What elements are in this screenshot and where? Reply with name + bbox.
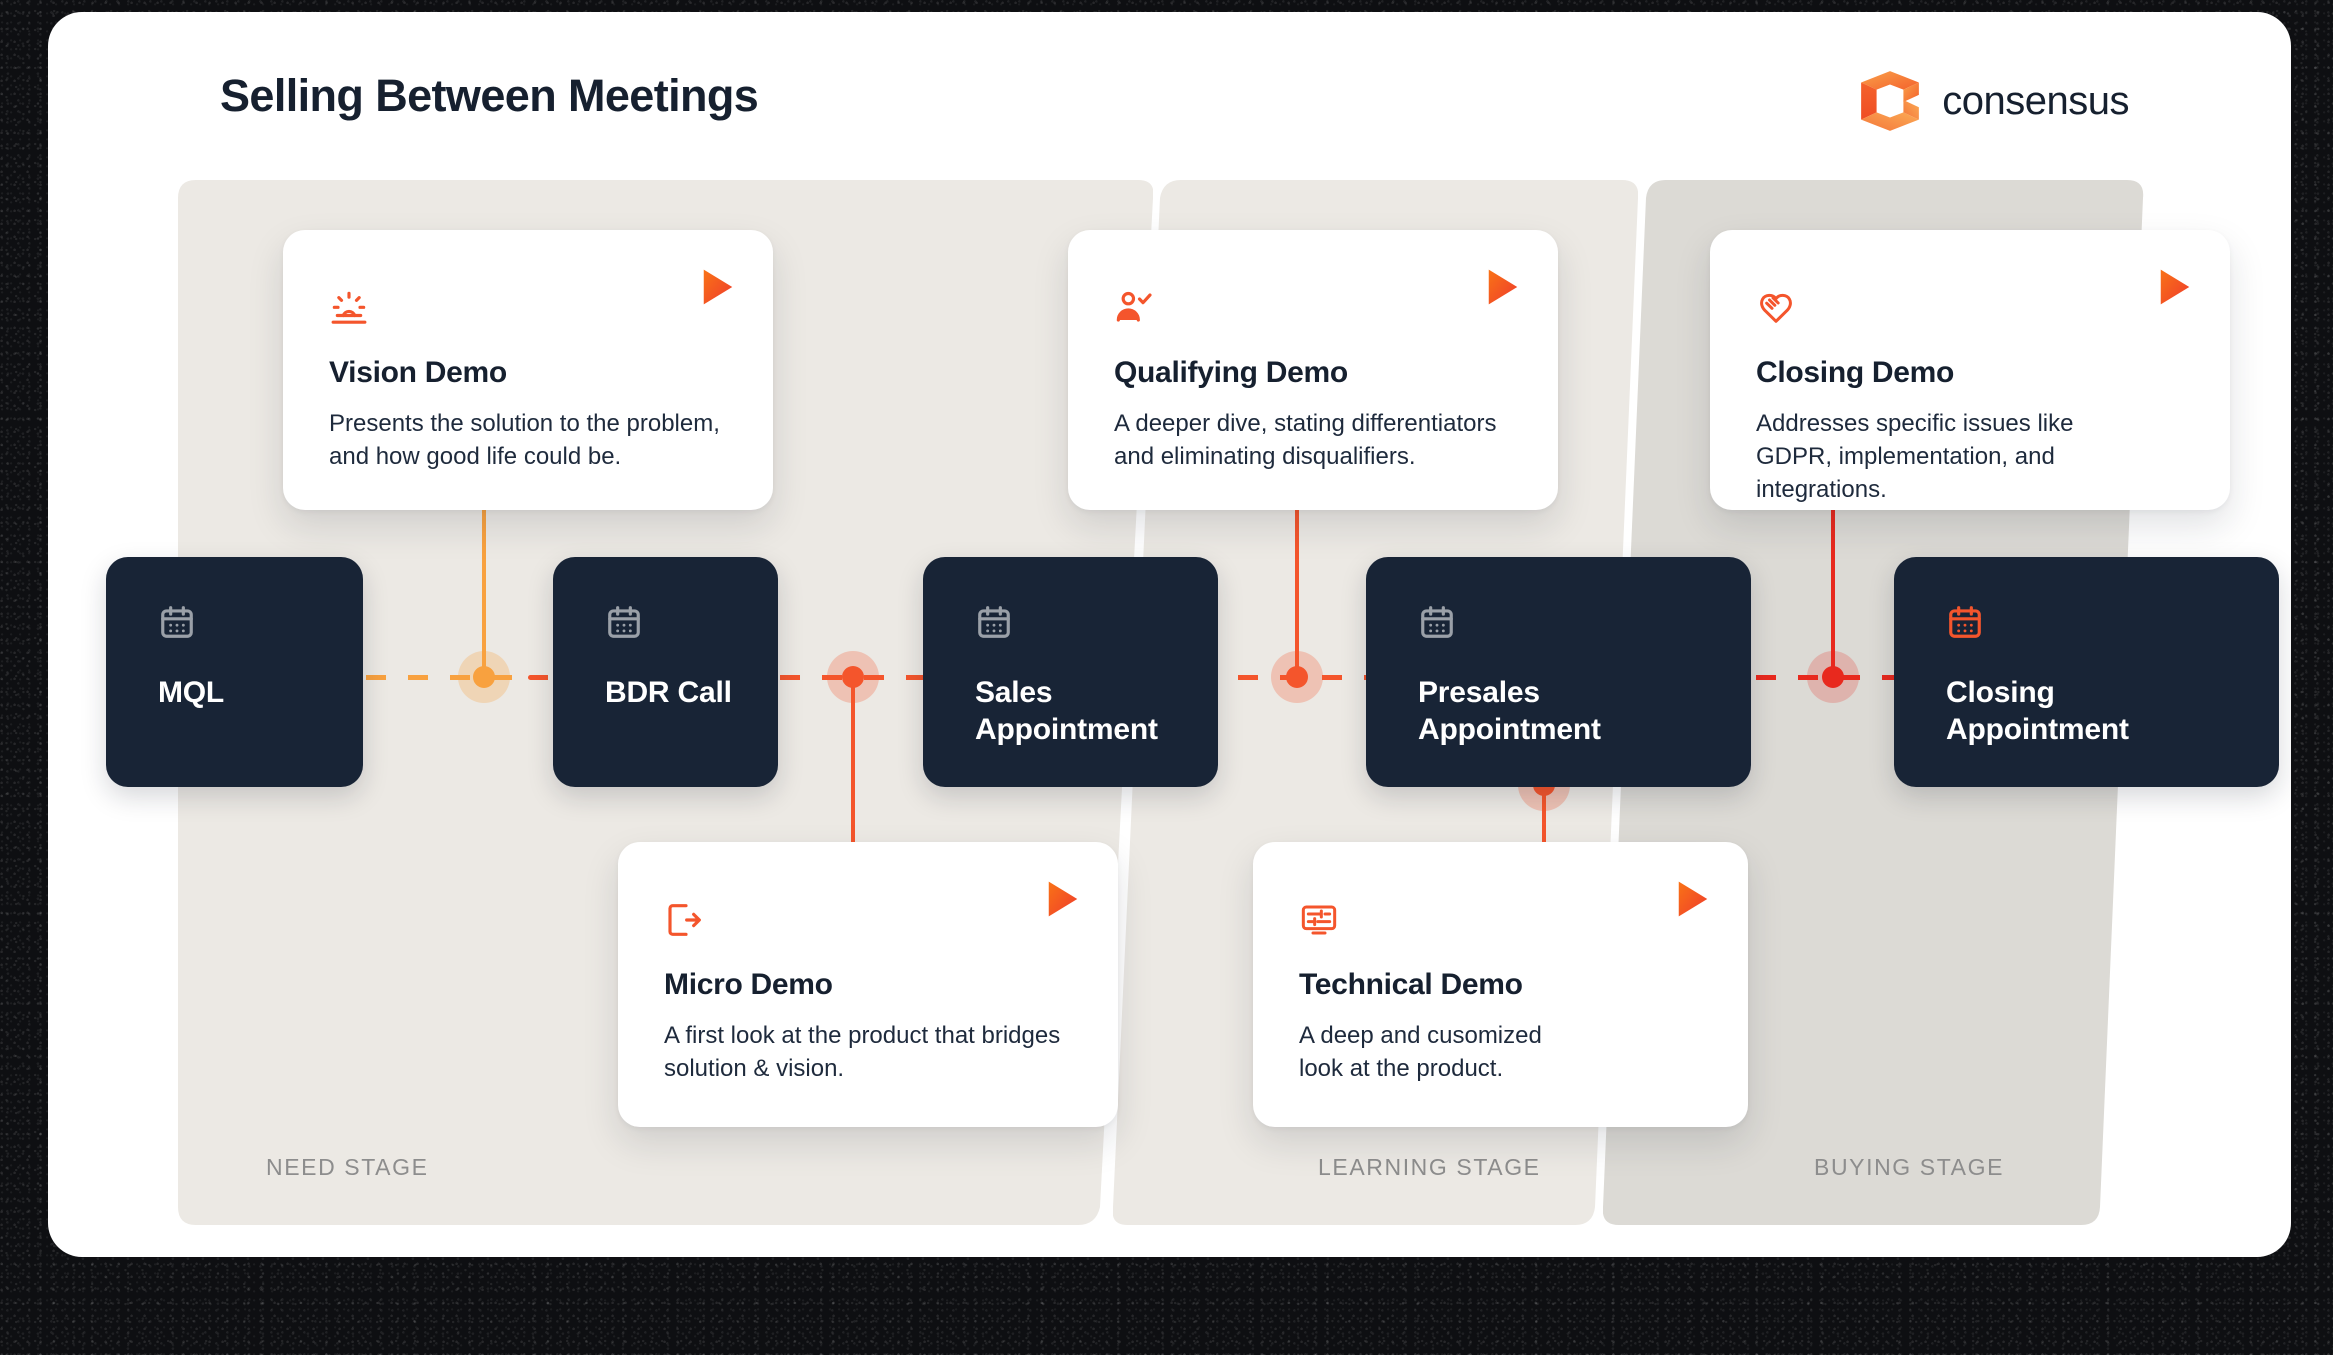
timeline-rail	[198, 675, 2158, 680]
connector-dot-vision	[458, 651, 510, 703]
timeline-node-presales-appointment[interactable]: Presales Appointment	[1366, 557, 1751, 787]
play-demo-icon[interactable]	[1044, 878, 1082, 920]
timeline-node-sales-appointment[interactable]: Sales Appointment	[923, 557, 1218, 787]
stage-label-buying: BUYING STAGE	[1814, 1154, 2005, 1180]
timeline-node-label: MQL	[158, 676, 225, 709]
demo-card-description: A deeper dive, stating differentiators a…	[1114, 410, 1497, 470]
timeline-node-label: Closing Appointment	[1946, 676, 2129, 746]
demo-card-title: Vision Demo	[329, 356, 507, 389]
connector-dot-micro	[827, 651, 879, 703]
demo-card-description: A deep and cusomized look at the product…	[1299, 1022, 1542, 1082]
calendar-icon	[1949, 606, 1981, 638]
handshake-icon	[1760, 293, 1792, 323]
calendar-icon	[1421, 606, 1453, 638]
brand-name: consensus	[1942, 78, 2129, 123]
rail-segment-1	[198, 675, 528, 680]
connector-stem-qualifying	[1295, 497, 1299, 677]
stage-label-need: NEED STAGE	[266, 1154, 429, 1180]
stage-label-learning: LEARNING STAGE	[1318, 1154, 1541, 1180]
connector-dot-core	[842, 666, 864, 688]
rail-segment-3	[1028, 675, 1588, 680]
demo-card-title: Micro Demo	[664, 968, 833, 1001]
timeline-node-mql[interactable]: MQL	[106, 557, 363, 787]
connector-dot-core	[473, 666, 495, 688]
consensus-cube-logo-icon	[1861, 71, 1920, 131]
timeline-node-label: BDR Call	[605, 676, 732, 709]
demo-card-title: Technical Demo	[1299, 968, 1523, 1001]
demo-card-description: Presents the solution to the problem, an…	[329, 410, 720, 470]
play-demo-icon[interactable]	[699, 266, 737, 308]
play-demo-icon[interactable]	[1484, 266, 1522, 308]
demo-card-description: A first look at the product that bridges…	[664, 1022, 1061, 1082]
play-demo-icon[interactable]	[1674, 878, 1712, 920]
demo-card-description: Addresses specific issues like GDPR, imp…	[1756, 410, 2074, 503]
demo-card-qualifying-demo[interactable]: Qualifying Demo A deeper dive, stating d…	[1068, 230, 1558, 510]
rail-segment-4	[1588, 675, 2158, 680]
demo-card-title: Qualifying Demo	[1114, 356, 1348, 389]
calendar-icon	[161, 606, 193, 638]
play-demo-icon[interactable]	[2156, 266, 2194, 308]
connector-stem-micro	[851, 675, 855, 855]
connector-stem-vision	[482, 497, 486, 677]
timeline-node-label: Presales Appointment	[1418, 676, 1601, 746]
connector-dot-core	[1822, 666, 1844, 688]
brand-logo: consensus	[1857, 68, 2129, 134]
calendar-icon	[608, 606, 640, 638]
timeline-node-bdr-call[interactable]: BDR Call	[553, 557, 778, 787]
connector-stem-closing	[1831, 497, 1835, 677]
demo-card-title: Closing Demo	[1756, 356, 1955, 389]
demo-card-closing-demo[interactable]: Closing Demo Addresses specific issues l…	[1710, 230, 2230, 510]
connector-dot-closing	[1807, 651, 1859, 703]
page-title: Selling Between Meetings	[220, 70, 759, 121]
demo-card-vision-demo[interactable]: Vision Demo Presents the solution to the…	[283, 230, 773, 510]
sunrise-icon	[331, 291, 367, 324]
user-check-icon	[1116, 291, 1152, 322]
demo-card-micro-demo[interactable]: Micro Demo A first look at the product t…	[618, 842, 1118, 1127]
calendar-icon	[978, 606, 1010, 638]
arrow-exit-icon	[668, 904, 701, 936]
rail-segment-2	[528, 675, 1028, 680]
timeline-node-label: Sales Appointment	[975, 676, 1158, 746]
demo-card-technical-demo[interactable]: Technical Demo A deep and cusomized look…	[1253, 842, 1748, 1127]
connector-dot-qualifying	[1271, 651, 1323, 703]
infographic-canvas: Selling Between Meetings consensus	[48, 12, 2291, 1257]
connector-dot-core	[1286, 666, 1308, 688]
timeline-node-closing-appointment[interactable]: Closing Appointment	[1894, 557, 2279, 787]
settings-sliders-icon	[1301, 905, 1337, 935]
